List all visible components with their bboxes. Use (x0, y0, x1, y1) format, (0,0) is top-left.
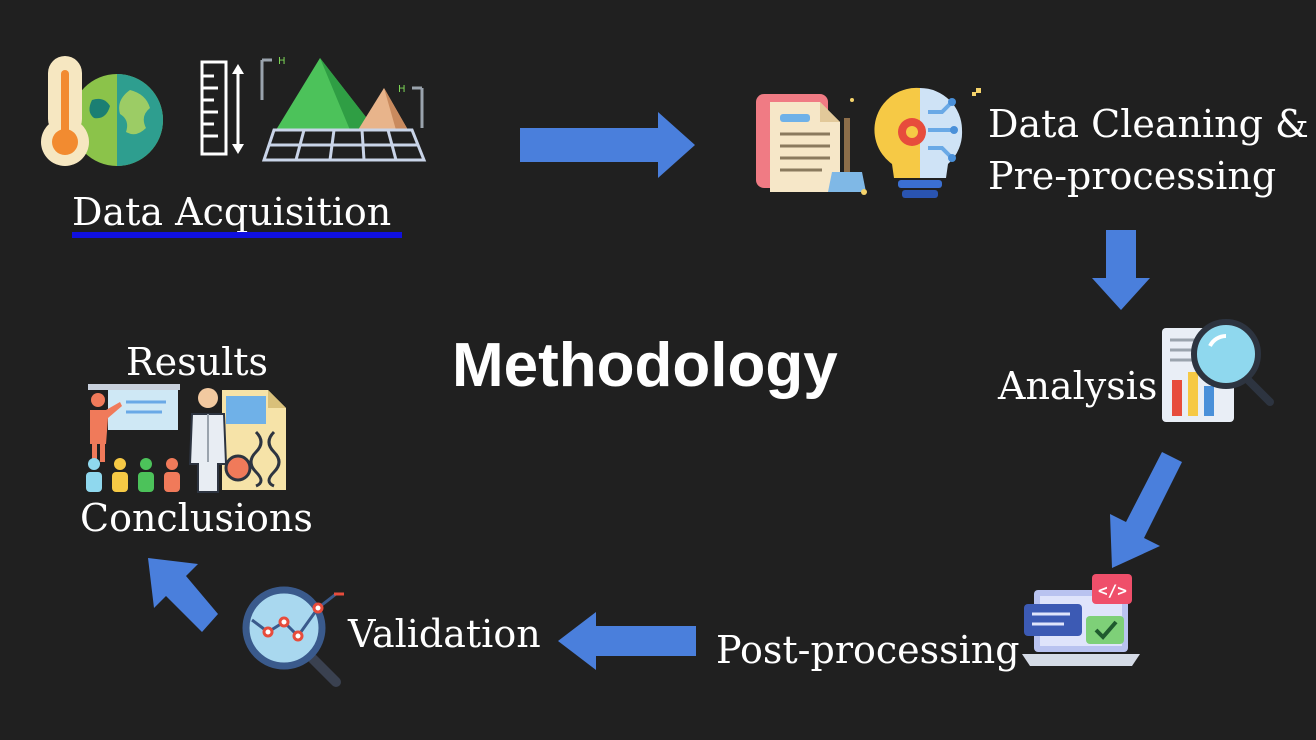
terrain-grid-icon: H H (260, 56, 427, 162)
arrow-acquisition-to-cleaning (520, 112, 695, 178)
step-data-acquisition: Data Acquisition (72, 190, 392, 234)
document-broom-icon (756, 94, 867, 195)
step-data-cleaning-line2: Pre-processing (988, 154, 1277, 198)
diagram-title: Methodology (452, 331, 838, 400)
ruler-icon (200, 60, 244, 156)
thermometer-globe-icon (41, 56, 163, 166)
magnifier-chart-icon (242, 586, 344, 687)
presentation-icon (86, 384, 180, 492)
step-post-processing: Post-processing (716, 628, 1020, 672)
report-magnifier-icon (1162, 319, 1274, 422)
svg-text:H: H (278, 56, 286, 67)
step-conclusions: Conclusions (80, 496, 313, 540)
svg-text:H: H (398, 84, 406, 95)
step-results: Results (126, 340, 268, 384)
arrow-validation-to-conclusions (148, 558, 218, 632)
step-validation: Validation (348, 612, 541, 656)
step-data-cleaning-line1: Data Cleaning & (988, 102, 1309, 146)
step-analysis: Analysis (998, 364, 1158, 408)
scientist-report-icon (188, 388, 286, 493)
arrow-postprocessing-to-validation (558, 612, 696, 670)
arrow-analysis-to-postprocessing (1110, 452, 1182, 568)
acquisition-underline (72, 232, 402, 238)
svg-text:</>: </> (1098, 581, 1127, 600)
arrow-cleaning-to-analysis (1092, 230, 1150, 310)
lightbulb-ai-icon (874, 87, 981, 198)
laptop-code-icon: </> (1022, 574, 1140, 666)
